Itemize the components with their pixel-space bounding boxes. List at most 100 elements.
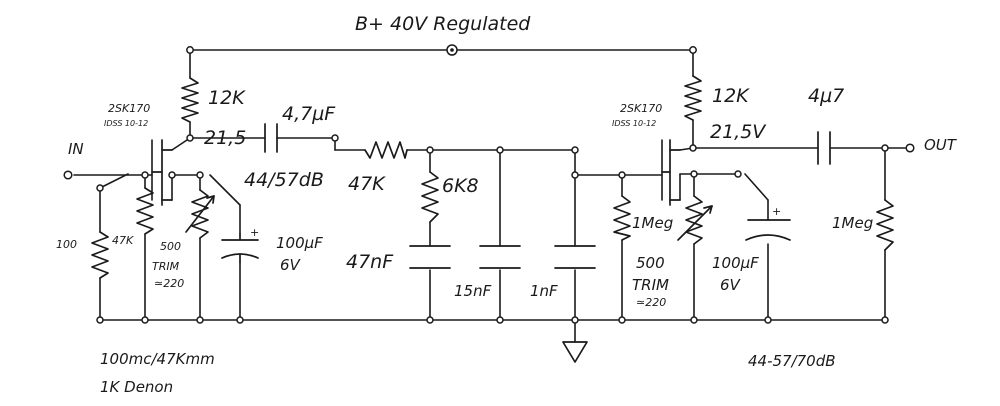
cap-15nf-label: 15nF: [454, 282, 492, 300]
gain1-label: 44/57dB: [244, 169, 324, 191]
node-stage1-source: [168, 171, 176, 179]
resistor-1meg-output: [876, 199, 894, 251]
node-gnd-9: [690, 316, 698, 324]
output-label: OUT: [924, 136, 958, 154]
bypass2-switch: [744, 173, 769, 201]
trim2-text-label: TRIM: [632, 276, 669, 294]
node-gnd-6: [496, 316, 504, 324]
nodes: [63, 44, 915, 324]
cap-1nf-label: 1nF: [530, 282, 558, 300]
resistor-100-input: [91, 231, 109, 279]
trimmer-arrow-stage2: [677, 205, 713, 241]
node-gnd-3: [196, 316, 204, 324]
resistor-47k-riaa: [364, 141, 408, 159]
cartridge-note-2: 1K Denon: [100, 378, 173, 396]
ground-symbol: [562, 341, 588, 363]
bypass2-plus-mark: +: [772, 205, 781, 218]
r1meg-output-label: 1Meg: [832, 214, 873, 232]
node-gate-res: [618, 171, 626, 179]
cap-100u-stage2-v-label: 6V: [720, 276, 742, 294]
node-stage1-drain: [186, 134, 194, 142]
node-gnd-1: [96, 316, 104, 324]
trim1-text-label: TRIM: [152, 260, 180, 273]
node-stage2-source: [690, 170, 698, 178]
r12k-stage1-label: 12K: [208, 87, 246, 109]
r6k8-label: 6K8: [442, 175, 479, 197]
trimmer-arrow-stage1: [185, 195, 215, 233]
capacitor-47nf: [409, 245, 451, 269]
output-terminal[interactable]: [905, 143, 915, 153]
cap-4u7-output-label: 4µ7: [808, 85, 844, 107]
node-15nf: [496, 146, 504, 154]
v-drain1-label: 21,5: [204, 127, 246, 149]
trim1-setting-label: ≃220: [154, 277, 184, 290]
jfet1-label: 2SK170: [108, 102, 150, 115]
bypass1-plus-mark: +: [250, 226, 259, 239]
trimmer-arrowhead-stage2: [703, 205, 713, 214]
cap-4u7-stage1-label: 4,7µF: [282, 103, 336, 125]
trimmer-500-stage1: [191, 189, 209, 239]
node-stage2-gate: [571, 171, 579, 179]
cartridge-note-1: 100mc/47Kmm: [100, 350, 215, 368]
trim2-setting-label: ≃220: [636, 296, 666, 309]
node-stage2-drain: [689, 144, 697, 152]
bypass1-switch: [209, 174, 241, 206]
input-label: IN: [68, 140, 84, 158]
node-gnd-8: [618, 316, 626, 324]
trimmer-arrowhead-stage1: [206, 195, 215, 204]
node-gnd-11: [881, 316, 889, 324]
cap-100u-stage2-label: 100µF: [712, 254, 759, 272]
resistor-47k-input: [136, 187, 154, 235]
resistor-12k-stage1: [181, 77, 199, 123]
node-input-switch: [96, 184, 104, 192]
node-b-plus-right: [689, 46, 697, 54]
node-out-res: [881, 144, 889, 152]
resistor-12k-stage2: [684, 75, 702, 121]
total-gain-note: 44-57/70dB: [748, 352, 836, 370]
jfet2-label: 2SK170: [620, 102, 662, 115]
b-plus-terminal-center: [450, 48, 454, 52]
node-gnd-4: [236, 316, 244, 324]
cap-47nf-label: 47nF: [346, 251, 394, 273]
title-label: B+ 40V Regulated: [355, 13, 531, 35]
input-terminal[interactable]: [63, 170, 73, 180]
node-gnd-5: [426, 316, 434, 324]
node-gnd-7: [571, 316, 579, 324]
v-drain2-label: 21,5V: [710, 121, 767, 143]
node-after-cap: [331, 134, 339, 142]
capacitor-100uf-stage2: [745, 219, 791, 241]
node-trim1: [196, 171, 204, 179]
trim1-value-label: 500: [160, 240, 181, 253]
r47k-input-label: 47K: [112, 234, 134, 247]
r1meg-gate-label: 1Meg: [632, 214, 673, 232]
capacitor-4u7-output: [817, 131, 831, 165]
r12k-stage2-label: 12K: [712, 85, 750, 107]
r47k-riaa-label: 47K: [348, 173, 386, 195]
jfet-stage2: [661, 139, 681, 206]
node-gnd-2: [141, 316, 149, 324]
trim2-value-label: 500: [636, 254, 665, 272]
components: [91, 75, 894, 363]
node-gnd-10: [764, 316, 772, 324]
node-input-47k: [141, 171, 149, 179]
node-1nf: [571, 146, 579, 154]
r100-label: 100: [56, 238, 77, 251]
capacitor-1nf: [554, 245, 596, 269]
jfet2-idss-label: IDSS 10-12: [612, 119, 656, 128]
capacitor-100uf-stage1: [221, 233, 259, 263]
node-b-plus-left: [186, 46, 194, 54]
node-6k8: [426, 146, 434, 154]
cap-100u-stage1-label: 100µF: [276, 234, 323, 252]
input-switch-blade: [99, 173, 129, 189]
node-bypass2-switch: [734, 170, 742, 178]
jfet-stage1: [151, 139, 173, 206]
resistor-6k8: [421, 171, 439, 223]
resistor-1meg-gate: [613, 195, 631, 241]
labels: B+ 40V Regulated IN OUT 2SK170 IDSS 10-1…: [56, 13, 958, 396]
cap-100u-stage1-v-label: 6V: [280, 256, 302, 274]
capacitor-4u7-stage1: [264, 123, 278, 153]
capacitor-15nf: [479, 245, 521, 269]
trimmer-500-stage2: [685, 195, 703, 245]
jfet1-idss-label: IDSS 10-12: [104, 119, 148, 128]
